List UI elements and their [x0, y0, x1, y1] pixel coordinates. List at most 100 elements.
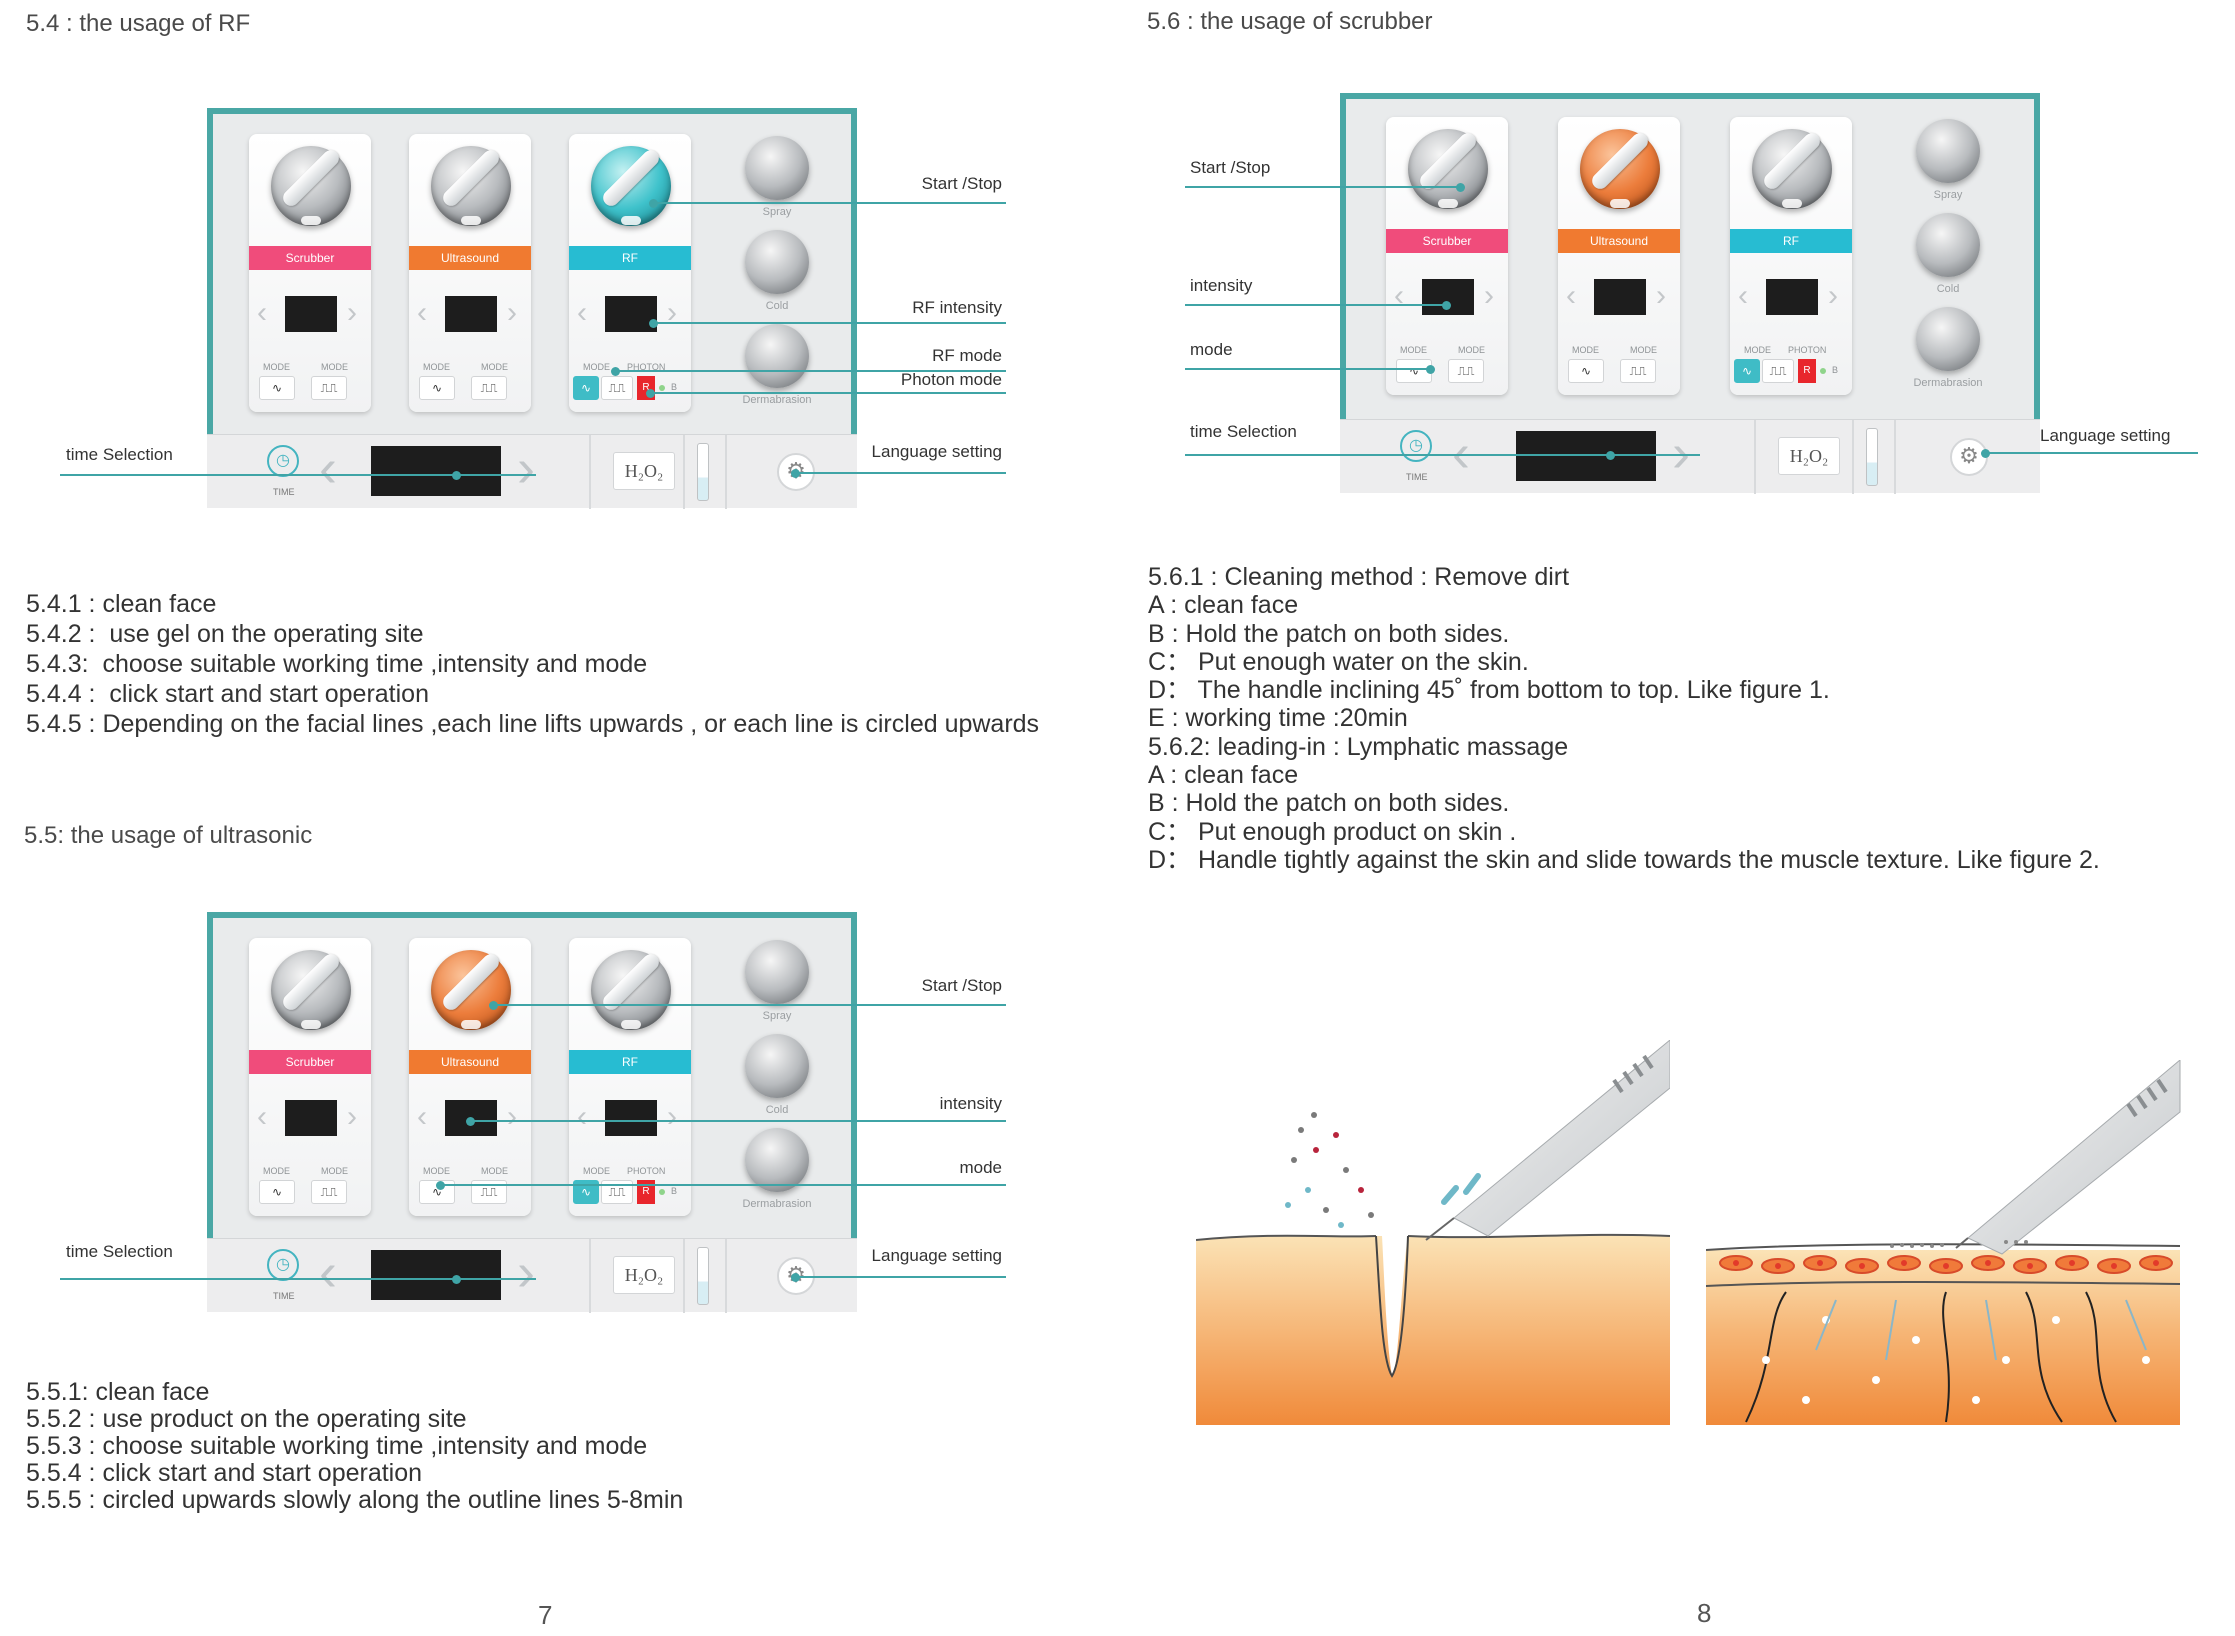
- mode-caption: MODE: [1572, 345, 1599, 355]
- mode-caption: MODE: [1744, 345, 1771, 355]
- intensity-display: [605, 1100, 657, 1136]
- callout-language-setting: Language setting: [2040, 426, 2171, 445]
- h2o2-button[interactable]: H₂O₂: [613, 452, 675, 490]
- mode-caption: MODE: [1630, 345, 1657, 355]
- separator: [683, 1239, 685, 1313]
- rf-photon-mode-dot: [646, 389, 655, 398]
- vial-icon: [697, 1247, 709, 1305]
- tool-knob-dermabrasion: [745, 324, 809, 388]
- mode-caption: MODE: [263, 1166, 290, 1176]
- intensity-display: [285, 296, 337, 332]
- stopwatch-icon[interactable]: ◷: [267, 1249, 299, 1281]
- h2o2-button[interactable]: H₂O₂: [613, 1256, 675, 1294]
- tool-knob-spray: [745, 940, 809, 1004]
- sc-mode-dot: [1426, 365, 1435, 374]
- separator: [589, 1239, 591, 1313]
- time-display: [1516, 431, 1656, 481]
- tool-caption: Cold: [765, 1104, 789, 1116]
- step: A : clean face: [1148, 591, 1299, 620]
- stopwatch-icon[interactable]: ◷: [267, 445, 299, 477]
- step: 5.4.5 : Depending on the facial lines ,e…: [26, 710, 1040, 738]
- card-label: Ultrasound: [1558, 229, 1680, 253]
- step: 5.4.3: choose suitable working time ,int…: [26, 650, 648, 678]
- photon-green-dot: [659, 1189, 665, 1195]
- chevron-left-icon: ‹: [257, 296, 267, 329]
- tool-knob-cold: [745, 1034, 809, 1098]
- photon-red-button: R: [1798, 359, 1816, 383]
- panel-bottom-bar: ◷TIME‹›H₂O₂⚙: [1340, 419, 2040, 494]
- photon-blue-caption: B: [1832, 365, 1839, 375]
- knob-button: [1610, 199, 1630, 208]
- stopwatch-icon[interactable]: ◷: [1400, 430, 1432, 462]
- callout-language-setting: Language setting: [871, 1246, 1002, 1265]
- us-time-line: [60, 1278, 536, 1280]
- mode-caption: MODE: [583, 362, 610, 372]
- time-caption: TIME: [273, 487, 295, 497]
- chevron-right-icon: ›: [507, 1100, 517, 1133]
- page-number-right: 8: [1697, 1598, 1712, 1628]
- sine-wave-icon: ∿: [259, 1180, 295, 1204]
- knob-button: [461, 216, 481, 225]
- tool-knob-cold: [745, 230, 809, 294]
- separator: [1852, 420, 1854, 494]
- chevron-right-icon: ›: [1672, 423, 1690, 483]
- card-label: RF: [1730, 229, 1852, 253]
- us-mode-line: [440, 1184, 1006, 1186]
- h2o2-button[interactable]: H₂O₂: [1778, 437, 1840, 475]
- callout-rf-intensity: RF intensity: [912, 298, 1002, 317]
- time-caption: TIME: [1406, 472, 1428, 482]
- rf-time-dot: [452, 471, 461, 480]
- callout-start-stop: Start /Stop: [1190, 158, 1271, 177]
- chevron-left-icon: ‹: [577, 296, 587, 329]
- figure-leading-in-skin: [1706, 1060, 2181, 1425]
- mode-caption: MODE: [481, 362, 508, 372]
- section-title-scrubber: 5.6 : the usage of scrubber: [1147, 8, 1433, 35]
- separator: [1754, 420, 1756, 494]
- tool-knob-cold: [1916, 213, 1980, 277]
- vial-icon: [697, 443, 709, 501]
- rf-steps: 5.4.1 : clean face 5.4.2 : use gel on th…: [26, 589, 1039, 739]
- sine-wave-icon: ∿: [1568, 359, 1604, 383]
- sc-start-stop-dot: [1456, 183, 1465, 192]
- sine-wave-icon: ∿: [573, 376, 599, 400]
- us-start-stop-dot: [489, 1001, 498, 1010]
- rf-time-line: [60, 474, 536, 476]
- time-display: [371, 1250, 501, 1300]
- chevron-left-icon: ‹: [1566, 279, 1576, 312]
- square-wave-icon: ⎍⎍: [311, 376, 347, 400]
- square-wave-icon: ⎍⎍: [1620, 359, 1656, 383]
- chevron-right-icon: ›: [347, 296, 357, 329]
- sine-wave-icon: ∿: [1734, 359, 1760, 383]
- section-title-rf: 5.4 : the usage of RF: [26, 10, 251, 37]
- chevron-left-icon: ‹: [1452, 423, 1470, 483]
- chevron-right-icon: ›: [507, 296, 517, 329]
- square-wave-icon: ⎍⎍: [1762, 359, 1794, 383]
- photon-blue-caption: B: [671, 1186, 678, 1196]
- step: 5.4.2 : use gel on the operating site: [26, 620, 424, 648]
- mode-caption: MODE: [263, 362, 290, 372]
- us-intensity-line: [470, 1120, 1006, 1122]
- us-intensity-dot: [466, 1117, 475, 1126]
- page-number-left: 7: [538, 1600, 553, 1630]
- callout-intensity: intensity: [1190, 276, 1253, 295]
- tool-caption: Spray: [762, 1010, 792, 1022]
- chevron-right-icon: ›: [667, 296, 677, 329]
- callout-time-selection: time Selection: [66, 445, 173, 464]
- photon-blue-caption: B: [671, 382, 678, 392]
- rf-intensity-dot: [649, 319, 658, 328]
- sine-wave-icon: ∿: [419, 376, 455, 400]
- card-label: Ultrasound: [409, 1050, 531, 1074]
- callout-start-stop: Start /Stop: [921, 174, 1002, 193]
- knob-button: [1782, 199, 1802, 208]
- intensity-display: [445, 296, 497, 332]
